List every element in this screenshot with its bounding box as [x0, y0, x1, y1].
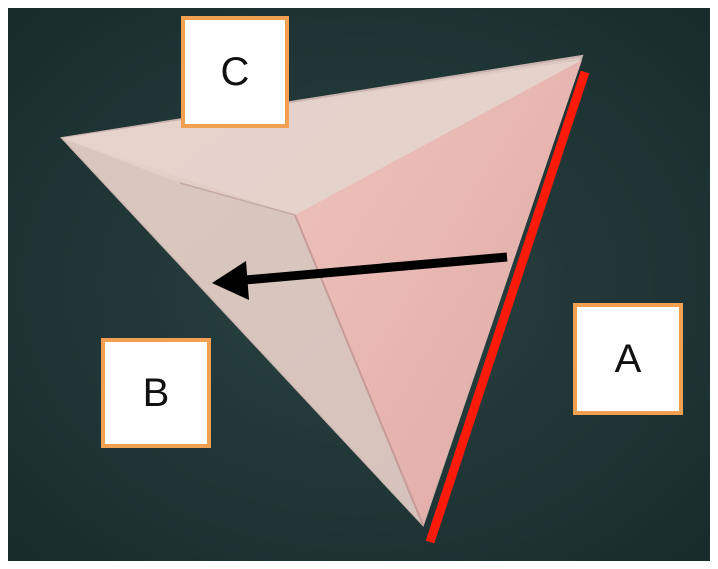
- label-b: B: [101, 338, 211, 448]
- label-a: A: [573, 303, 683, 415]
- upper-fold-crease: [179, 182, 296, 216]
- red-edge-line: [425, 70, 590, 544]
- paper-left-flap: [62, 138, 423, 525]
- pink-fold-flap: [295, 60, 582, 525]
- inner-fold-crease: [294, 214, 424, 526]
- paper-top-layer: [62, 60, 582, 215]
- label-c: C: [181, 16, 289, 128]
- arrow-left-icon: [212, 252, 508, 300]
